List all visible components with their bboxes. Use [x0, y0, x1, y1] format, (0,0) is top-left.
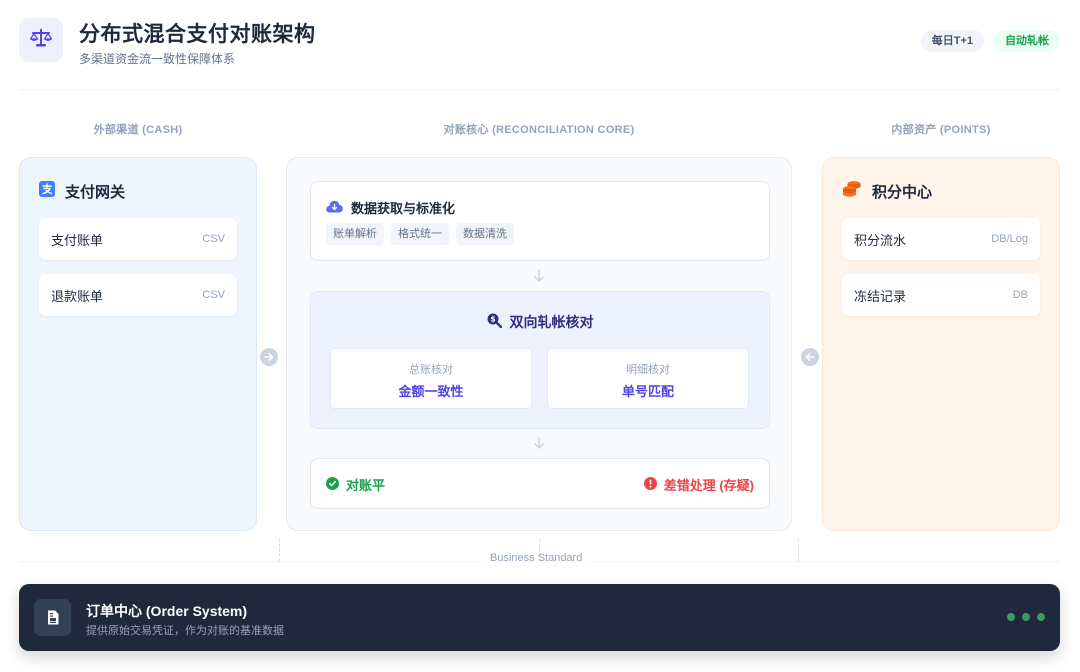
scale-balance-icon	[29, 28, 53, 52]
header-divider	[19, 89, 1060, 90]
badge-group: 每日T+1 自动轧帐	[920, 30, 1060, 52]
list-item-points-ledger[interactable]: 积分流水 DB/Log	[842, 218, 1040, 260]
points-center-panel: 积分中心 积分流水 DB/Log 冻结记录 DB	[822, 157, 1060, 531]
item-name: 积分流水	[854, 232, 907, 248]
item-format: DB	[1012, 289, 1028, 301]
status-dots	[1007, 613, 1045, 621]
order-system-title: 订单中心 (Order System)	[86, 603, 248, 619]
connector-line-right	[798, 539, 799, 561]
error-handling-status: 差错处理 (存疑)	[643, 475, 754, 494]
box-value: 单号匹配	[621, 384, 674, 399]
panel-title: 积分中心	[872, 183, 933, 201]
file-invoice-icon	[34, 599, 71, 636]
schedule-badge: 每日T+1	[920, 30, 984, 52]
item-format: DB/Log	[991, 233, 1028, 245]
payment-gateway-panel: 支付网关 支付账单 CSV 退款账单 CSV	[19, 157, 257, 531]
arrow-right-icon	[260, 348, 278, 366]
list-item-refund-bill[interactable]: 退款账单 CSV	[39, 274, 237, 316]
alipay-icon	[39, 181, 55, 201]
business-standard-label: Business Standard	[482, 552, 591, 564]
error-label: 差错处理 (存疑)	[663, 478, 754, 493]
box-label: 总账核对	[409, 364, 453, 376]
panel-header: 支付网关	[39, 180, 237, 202]
reconciliation-core: 数据获取与标准化 账单解析 格式统一 数据清洗 $ 双向轧帐核对 总账核对 金额…	[286, 157, 792, 531]
list-item-frozen-records[interactable]: 冻结记录 DB	[842, 274, 1040, 316]
panel-header: 积分中心	[842, 180, 1040, 202]
item-name: 支付账单	[51, 232, 104, 248]
chip-data-clean: 数据清洗	[456, 223, 514, 245]
connector-line-center	[539, 539, 540, 561]
status-dot-icon	[1037, 613, 1045, 621]
ingest-header: 数据获取与标准化	[326, 198, 455, 217]
status-dot-icon	[1022, 613, 1030, 621]
panel-title: 支付网关	[65, 183, 126, 201]
check-circle-icon	[326, 476, 339, 493]
ingest-chips: 账单解析 格式统一 数据清洗	[326, 223, 514, 245]
auto-reconcile-badge: 自动轧帐	[994, 30, 1060, 52]
coins-icon	[842, 180, 862, 202]
connector-line-left	[279, 539, 280, 561]
item-format: CSV	[202, 233, 225, 245]
column-label-cash: 外部渠道 (CASH)	[93, 124, 183, 136]
item-name: 冻结记录	[854, 288, 907, 304]
page-subtitle: 多渠道资金流一致性保障体系	[79, 52, 236, 66]
box-label: 明细核对	[626, 364, 670, 376]
ingest-card: 数据获取与标准化 账单解析 格式统一 数据清洗	[310, 181, 770, 261]
arrow-left-icon	[801, 348, 819, 366]
svg-text:$: $	[490, 315, 495, 324]
order-system-bar: 订单中心 (Order System) 提供原始交易凭证，作为对账的基准数据	[19, 584, 1060, 651]
item-format: CSV	[202, 289, 225, 301]
column-label-points: 内部资产 (POINTS)	[891, 124, 991, 136]
match-title: 双向轧帐核对	[509, 314, 594, 330]
header: 分布式混合支付对账架构 多渠道资金流一致性保障体系 每日T+1 自动轧帐	[19, 18, 1060, 68]
ledger-check-box: 总账核对 金额一致性	[330, 348, 532, 409]
search-dollar-icon: $	[487, 313, 502, 331]
status-dot-icon	[1007, 613, 1015, 621]
chip-bill-parse: 账单解析	[326, 223, 384, 245]
cloud-download-icon	[326, 200, 343, 216]
match-card: $ 双向轧帐核对 总账核对 金额一致性 明细核对 单号匹配	[310, 291, 770, 429]
arrow-down-icon	[532, 269, 546, 283]
chip-format-unify: 格式统一	[391, 223, 449, 245]
detail-check-box: 明细核对 单号匹配	[547, 348, 749, 409]
item-name: 退款账单	[51, 288, 104, 304]
ingest-title: 数据获取与标准化	[351, 201, 456, 216]
result-card: 对账平 差错处理 (存疑)	[310, 458, 770, 509]
exclamation-circle-icon	[643, 476, 657, 493]
balanced-label: 对账平	[346, 478, 386, 493]
logo	[19, 18, 63, 62]
page-title: 分布式混合支付对账架构	[79, 23, 316, 46]
box-value: 金额一致性	[398, 384, 464, 399]
arrow-down-icon	[532, 436, 546, 450]
order-system-subtitle: 提供原始交易凭证，作为对账的基准数据	[86, 625, 284, 637]
list-item-payment-bill[interactable]: 支付账单 CSV	[39, 218, 237, 260]
balanced-status: 对账平	[326, 475, 385, 494]
column-label-core: 对账核心 (RECONCILIATION CORE)	[443, 124, 635, 136]
match-header: $ 双向轧帐核对	[311, 312, 769, 332]
